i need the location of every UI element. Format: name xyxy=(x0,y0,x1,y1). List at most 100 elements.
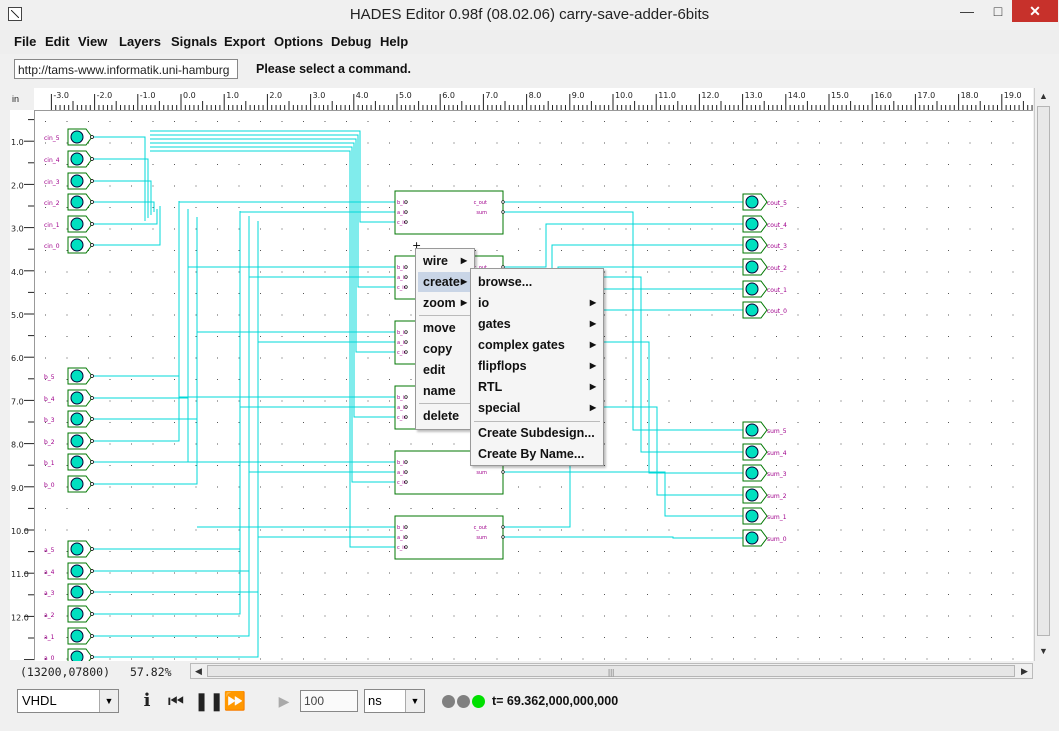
ctx-item-create[interactable]: create▶ xyxy=(418,272,472,292)
output-probe[interactable]: sum_0 xyxy=(742,529,787,547)
pin xyxy=(90,482,94,486)
input-switch[interactable]: a_5 xyxy=(44,540,94,558)
horizontal-scroll-thumb[interactable]: ||| xyxy=(207,665,1015,677)
rewind-icon[interactable]: ⏮ xyxy=(167,691,185,711)
output-probe[interactable]: sum_4 xyxy=(742,443,787,461)
menu-export[interactable]: Export xyxy=(224,34,266,49)
step-icon[interactable]: ▶ xyxy=(278,693,290,709)
output-probe[interactable]: cout_5 xyxy=(742,193,787,211)
create-item-special[interactable]: special▶ xyxy=(473,398,601,418)
ruler-label: 17.0 xyxy=(917,91,935,100)
output-probe[interactable]: sum_2 xyxy=(742,486,787,504)
pause-icon[interactable]: ❚❚ xyxy=(194,691,225,711)
input-switch[interactable]: b_3 xyxy=(44,410,94,428)
chevron-down-icon[interactable]: ▼ xyxy=(405,690,424,712)
input-switch[interactable]: b_4 xyxy=(44,389,94,407)
ruler-label: 18.0 xyxy=(961,91,979,100)
horizontal-scrollbar[interactable]: ◀ ||| ▶ xyxy=(190,663,1033,679)
ctx-item-move[interactable]: move xyxy=(423,321,456,335)
input-switch[interactable]: cin_4 xyxy=(44,150,94,168)
wire xyxy=(150,138,406,353)
input-switch[interactable]: b_1 xyxy=(44,453,94,471)
input-switch[interactable]: cin_3 xyxy=(44,172,94,190)
close-button[interactable]: ✕ xyxy=(1012,0,1058,22)
ctx-item-edit[interactable]: edit xyxy=(423,363,446,377)
io-label: b_3 xyxy=(44,417,55,424)
input-switch[interactable]: a_3 xyxy=(44,583,94,601)
create-item-by-name[interactable]: Create By Name... xyxy=(478,447,585,461)
input-switch[interactable]: a_4 xyxy=(44,562,94,580)
input-switch[interactable]: cin_0 xyxy=(44,236,94,254)
create-item-flipflops[interactable]: flipflops▶ xyxy=(473,356,601,376)
scroll-up-icon[interactable]: ▲ xyxy=(1039,91,1048,101)
pin xyxy=(90,179,94,183)
ctx-item-name[interactable]: name xyxy=(423,384,456,398)
pin-label: c_in xyxy=(397,285,407,291)
io-label: cin_0 xyxy=(44,243,60,250)
simulator-engine-select[interactable]: VHDL ▼ xyxy=(17,689,119,713)
fast-forward-icon[interactable]: ⏩ xyxy=(223,691,247,711)
chevron-down-icon[interactable]: ▼ xyxy=(99,690,118,712)
menu-layers[interactable]: Layers xyxy=(119,34,161,49)
ctx-item-copy[interactable]: copy xyxy=(423,342,453,356)
pin xyxy=(90,590,94,594)
menu-signals[interactable]: Signals xyxy=(171,34,218,49)
input-switch[interactable]: a_0 xyxy=(44,648,94,661)
menu-debug[interactable]: Debug xyxy=(331,34,372,49)
time-unit-select[interactable]: ns ▼ xyxy=(364,689,425,713)
menu-edit[interactable]: Edit xyxy=(45,34,70,49)
menu-file[interactable]: File xyxy=(14,34,37,49)
create-item-io[interactable]: io▶ xyxy=(473,293,601,313)
input-switch[interactable]: b_0 xyxy=(44,475,94,493)
vertical-scroll-thumb[interactable] xyxy=(1037,106,1050,636)
ruler-label: 5.0 xyxy=(11,311,24,320)
output-probe[interactable]: cout_4 xyxy=(742,215,787,233)
create-item-rtl[interactable]: RTL▶ xyxy=(473,377,601,397)
input-switch[interactable]: b_2 xyxy=(44,432,94,450)
create-item-subdesign[interactable]: Create Subdesign... xyxy=(478,426,595,440)
step-count-field[interactable]: 100 xyxy=(300,690,358,712)
output-probe[interactable]: cout_3 xyxy=(742,236,787,254)
maximize-button[interactable]: □ xyxy=(993,3,1003,19)
create-item-gates[interactable]: gates▶ xyxy=(473,314,601,334)
input-switch[interactable]: a_1 xyxy=(44,627,94,645)
io-label: a_2 xyxy=(44,612,55,619)
menu-view[interactable]: View xyxy=(78,34,108,49)
menu-separator xyxy=(419,315,471,316)
input-switch[interactable]: b_5 xyxy=(44,367,94,385)
create-item-complex-gates[interactable]: complex gates▶ xyxy=(473,335,601,355)
info-icon[interactable]: i xyxy=(143,690,151,711)
input-switch[interactable]: cin_1 xyxy=(44,215,94,233)
output-probe[interactable]: sum_3 xyxy=(742,464,787,482)
output-probe[interactable]: cout_1 xyxy=(742,280,787,298)
ruler-label: -1.0 xyxy=(140,91,156,100)
minimize-button[interactable]: — xyxy=(960,3,974,19)
led-icon xyxy=(745,195,759,209)
scroll-left-icon[interactable]: ◀ xyxy=(195,666,202,676)
menu-help[interactable]: Help xyxy=(380,34,409,49)
pin xyxy=(404,535,408,539)
scroll-down-icon[interactable]: ▼ xyxy=(1039,646,1048,656)
ctx-item-zoom[interactable]: zoom▶ xyxy=(418,293,472,313)
io-label: cout_4 xyxy=(767,222,787,229)
pin-label: b_in xyxy=(397,460,407,466)
input-switch[interactable]: a_2 xyxy=(44,605,94,623)
output-probe[interactable]: cout_2 xyxy=(742,258,787,276)
ctx-item-wire[interactable]: wire▶ xyxy=(418,251,472,271)
input-switch[interactable]: cin_5 xyxy=(44,128,94,146)
scroll-right-icon[interactable]: ▶ xyxy=(1021,666,1028,676)
submenu-arrow-icon: ▶ xyxy=(589,298,596,307)
menu-options[interactable]: Options xyxy=(274,34,324,49)
input-switch[interactable]: cin_2 xyxy=(44,193,94,211)
url-field[interactable]: http://tams-www.informatik.uni-hamburg xyxy=(14,59,238,79)
output-probe[interactable]: sum_5 xyxy=(742,421,787,439)
create-item-browse[interactable]: browse... xyxy=(478,275,533,289)
output-probe[interactable]: sum_1 xyxy=(742,507,787,525)
adder-body xyxy=(394,515,504,560)
output-probe[interactable]: cout_0 xyxy=(742,301,787,319)
ctx-item-delete[interactable]: delete xyxy=(423,409,460,423)
vertical-scrollbar[interactable]: ▲ ▼ xyxy=(1034,88,1052,661)
pin-label: c_in xyxy=(397,415,407,421)
